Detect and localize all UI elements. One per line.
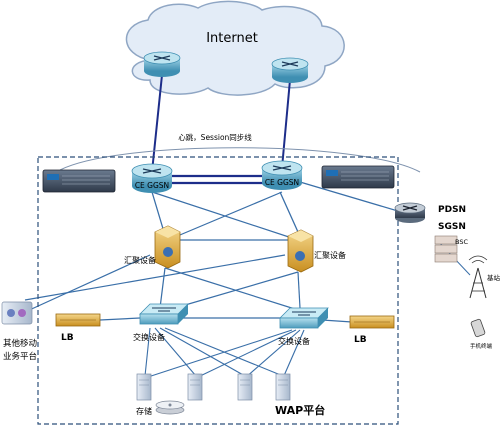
internet-router-left xyxy=(143,51,181,77)
base-station-tower: 基站 xyxy=(468,255,500,299)
heartbeat-label: 心跳，Session同步线 xyxy=(178,132,252,142)
aggregation-star-icon xyxy=(163,247,173,257)
switch-arrows-icon xyxy=(292,311,316,316)
load-balancer-right: LB xyxy=(349,315,395,345)
server-4 xyxy=(275,373,291,401)
mobile-terminal-label: 手机终端 xyxy=(470,342,493,350)
storage-disk: 存储 xyxy=(136,400,185,416)
other-platform-label-line1: 其他移动 xyxy=(3,338,38,349)
ggsn-router-left: CE GGSN xyxy=(131,163,173,193)
switch-arrows-icon xyxy=(152,307,176,312)
other-mobile-platform: 其他移动 业务平台 xyxy=(1,301,38,362)
router-arrows-icon xyxy=(142,168,162,174)
server-chassis-right xyxy=(321,165,395,189)
mobile-terminal: 手机终端 xyxy=(470,318,493,350)
bsc-device: BSC xyxy=(434,235,468,263)
heartbeat-arc xyxy=(59,147,421,173)
switch-left-label: 交换设备 xyxy=(133,332,165,342)
switch-right: 交换设备 xyxy=(278,307,329,346)
phone-icon xyxy=(470,318,486,338)
link-router-ggsn-right xyxy=(281,79,291,169)
wap-platform-label: WAP平台 xyxy=(275,403,325,417)
switch-right-label: 交换设备 xyxy=(278,336,310,346)
switch-left: 交换设备 xyxy=(133,303,189,342)
agg-right-label: 汇聚设备 xyxy=(314,250,346,260)
bsc-label: BSC xyxy=(455,238,468,246)
sgsn-label: SGSN xyxy=(438,222,466,232)
pdsn-label: PDSN xyxy=(438,205,466,215)
server-3 xyxy=(237,373,253,401)
server-chassis-left xyxy=(42,169,116,193)
lb-right-label: LB xyxy=(354,335,367,345)
agg-left-label: 汇聚设备 xyxy=(124,255,156,265)
aggregation-star-icon xyxy=(295,251,305,261)
internet-router-right xyxy=(271,57,309,83)
aggregation-device-left: 汇聚设备 xyxy=(124,225,181,269)
router-arrows-icon xyxy=(402,205,418,211)
server-1 xyxy=(136,373,152,401)
base-station-label: 基站 xyxy=(487,273,500,282)
router-arrows-icon xyxy=(281,61,299,67)
signal-waves-icon xyxy=(468,255,488,264)
ggsn-router-right: CE GGSN xyxy=(261,160,303,190)
router-arrows-icon xyxy=(272,165,292,171)
internet-cloud: Internet xyxy=(125,0,345,96)
connection-lines xyxy=(24,74,471,379)
internet-label: Internet xyxy=(206,31,258,46)
link-ggsn-pdsn xyxy=(299,181,409,215)
other-platform-label-line2: 业务平台 xyxy=(3,351,37,362)
lb-left-label: LB xyxy=(61,333,74,343)
platform-frame xyxy=(37,156,399,425)
link-router-ggsn-left xyxy=(151,74,163,173)
load-balancer-left: LB xyxy=(55,313,101,343)
ggsn-right-label: CE GGSN xyxy=(265,178,299,187)
storage-label: 存储 xyxy=(136,406,152,416)
aggregation-device-right: 汇聚设备 xyxy=(287,229,346,273)
router-arrows-icon xyxy=(153,55,171,61)
pdsn-router xyxy=(394,202,426,223)
ggsn-left-label: CE GGSN xyxy=(135,181,169,190)
server-2 xyxy=(187,373,203,401)
